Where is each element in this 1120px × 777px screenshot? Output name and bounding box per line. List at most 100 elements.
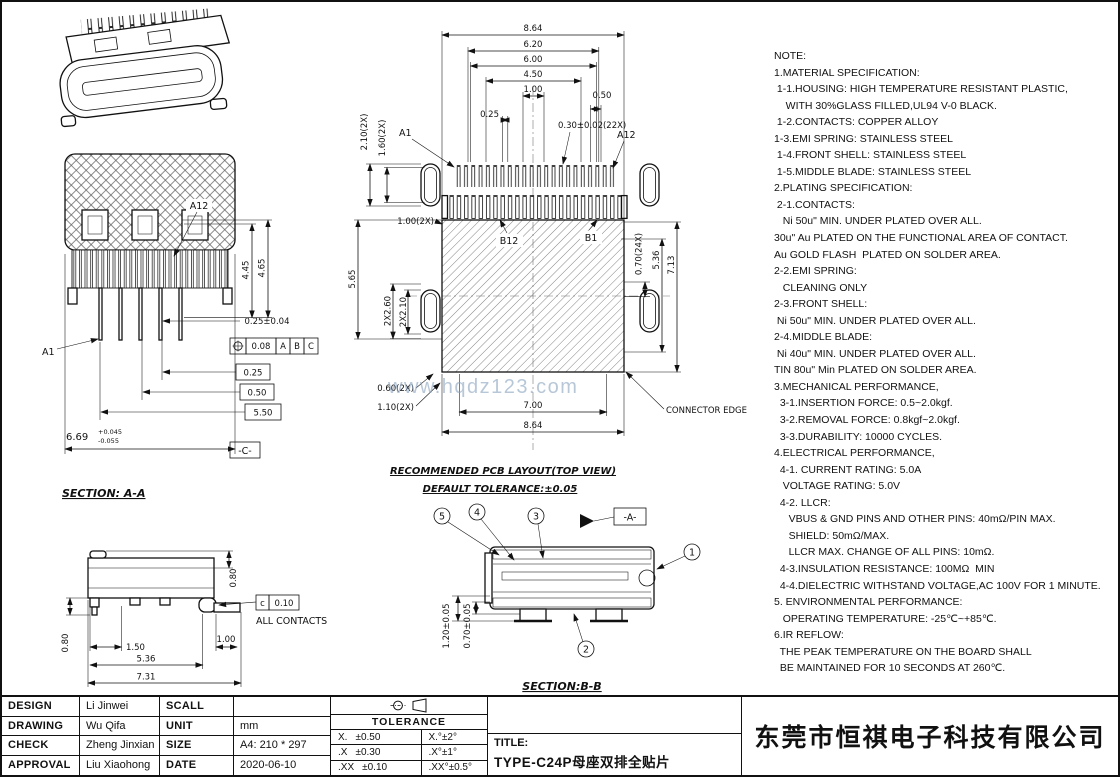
tol-val: ±0.30: [355, 746, 381, 758]
balloon-1: 1: [656, 543, 701, 570]
caption-pcb-layout: RECOMMENDED PCB LAYOUT(TOP VIEW): [390, 466, 616, 477]
dim-4-45: 4.45: [242, 261, 252, 280]
drawing-svg: A12 A1 4.45 4.65 0.25±0.04: [42, 8, 747, 693]
tol-val: ±0.50: [355, 731, 381, 743]
tolerance-row: .XX±0.10 .XX°±0.5°: [331, 760, 487, 775]
fcf-datum-b: B: [294, 342, 300, 352]
dim-0-70-tol: 0.70±0.05: [463, 604, 473, 649]
note-line: THE PEAK TEMPERATURE ON THE BOARD SHALL: [774, 645, 1032, 658]
dim-1-00: 1.00: [217, 635, 236, 645]
dim-4-65: 4.65: [258, 259, 268, 278]
dim-6-69: 6.69: [66, 432, 88, 443]
view-isometric: [59, 8, 231, 128]
dim-4-50: 4.50: [524, 70, 543, 80]
note-line: 4-3.INSULATION RESISTANCE: 100MΩ MIN: [774, 562, 995, 575]
note-line: Au GOLD FLASH PLATED ON SOLDER AREA.: [774, 248, 1001, 261]
note-line: 1-3.EMI SPRING: STAINLESS STEEL: [774, 132, 953, 145]
balloon-4: 4: [468, 503, 515, 561]
svg-text:2: 2: [583, 645, 589, 656]
dim-0-80-right: 0.80: [229, 569, 239, 588]
tol-deg: X.°±2°: [421, 729, 487, 745]
dim-8-64-top: 8.64: [524, 24, 543, 34]
unit-label: UNIT: [160, 716, 234, 736]
unit-value: mm: [234, 716, 331, 736]
fcf-datum-c: C: [308, 342, 314, 352]
note-line: 30u" Au PLATED ON THE FUNCTIONAL AREA OF…: [774, 232, 1068, 245]
caption-section-bb: SECTION:B-B: [522, 680, 601, 693]
title-cell: TITLE: TYPE-C24P母座双排全贴片: [488, 697, 742, 775]
tol-val: ±0.10: [362, 762, 388, 774]
dim-0-60-2x: 0.60(2X): [377, 384, 414, 394]
dim-7-13: 7.13: [667, 256, 677, 275]
view-top-pcb-layout: A1 A12 B12 B1 8.64 6.20 6.00 4.50 1.00 0…: [348, 24, 747, 495]
date-label: DATE: [160, 755, 234, 775]
title-cell-spacer: [488, 697, 741, 734]
tol-sym: .X: [338, 746, 348, 758]
note-line: 1-5.MIDDLE BLADE: STAINLESS STEEL: [774, 165, 972, 178]
dim-0-70-24x: 0.70(24X): [635, 233, 645, 275]
note-line: Ni 40u" MIN. UNDER PLATED OVER ALL.: [774, 347, 976, 360]
label-all-contacts: ALL CONTACTS: [256, 616, 327, 627]
note-line: 2.PLATING SPECIFICATION:: [774, 182, 913, 195]
scale-label: SCALL: [160, 697, 234, 717]
fcf-value: 0.10: [275, 599, 294, 609]
svg-text:1: 1: [689, 548, 695, 559]
balloon-5: 5: [433, 507, 500, 556]
dim-5-36: 5.36: [137, 655, 156, 665]
note-line: 1-1.HOUSING: HIGH TEMPERATURE RESISTANT …: [774, 83, 1068, 96]
mounting-pad-ovals: [420, 163, 660, 333]
size-label: SIZE: [160, 736, 234, 756]
label-a1: A1: [42, 347, 55, 358]
title-block: DESIGN Li Jinwei SCALL DRAWING Wu Qifa U…: [2, 695, 1118, 775]
dim-1-10-2x: 1.10(2X): [377, 403, 414, 413]
tolerance-header: TOLERANCE: [331, 715, 487, 730]
datum-a: -A-: [624, 513, 637, 524]
tolerance-row: .X ±0.30 .X°±1°: [331, 745, 487, 761]
design-label: DESIGN: [2, 697, 80, 717]
dim-5-36: 5.36: [652, 251, 662, 270]
label-a12: A12: [617, 130, 636, 141]
note-line: 2-4.MIDDLE BLADE:: [774, 331, 873, 344]
dim-box-5-50: 5.50: [254, 409, 273, 419]
approval-label: APPROVAL: [2, 755, 80, 775]
note-line: 6.IR REFLOW:: [774, 629, 844, 642]
dim-box-0-50: 0.50: [248, 389, 267, 399]
note-line: 5. ENVIRONMENTAL PERFORMANCE:: [774, 596, 963, 609]
note-line: 1-2.CONTACTS: COPPER ALLOY: [774, 116, 939, 129]
third-angle-projection-icon: [331, 697, 487, 715]
label-a12: A12: [190, 201, 209, 212]
dim-1-20-tol: 1.20±0.05: [442, 604, 452, 649]
caption-section-aa: SECTION: A-A: [62, 487, 145, 500]
dim-2x2-60: 2X2.60: [384, 296, 394, 326]
note-line: NOTE:: [774, 50, 807, 62]
fcf-value: 0.08: [252, 342, 271, 352]
view-section-bb: 5 4 3 1 2: [433, 503, 701, 693]
note-line: 4-1. CURRENT RATING: 5.0A: [774, 463, 922, 476]
note-line: VOLTAGE RATING: 5.0V: [774, 480, 901, 493]
fcf-letter: c: [260, 599, 265, 609]
notes-panel: NOTE:1.MATERIAL SPECIFICATION: 1-1.HOUSI…: [774, 48, 1118, 677]
note-line: 3-2.REMOVAL FORCE: 0.8kgf~2.0kgf.: [774, 414, 960, 427]
dim-1-00: 1.00: [524, 85, 543, 95]
note-line: 2-2.EMI SPRING:: [774, 265, 857, 278]
label-b1: B1: [585, 233, 598, 244]
dim-2-10-2x: 2.10(2X): [360, 114, 370, 151]
drawing-label: DRAWING: [2, 716, 80, 736]
check-name: Zheng Jinxian: [80, 736, 160, 756]
title-label: TITLE:: [494, 737, 529, 749]
note-line: Ni 50u" MIN. UNDER PLATED OVER ALL.: [774, 314, 976, 327]
position-tolerance-frame: 0.08 A B C: [229, 337, 319, 355]
dim-0-50: 0.50: [593, 91, 612, 101]
approval-name: Liu Xiaohong: [80, 755, 160, 775]
note-line: BE MAINTAINED FOR 10 SECONDS AT 260℃.: [774, 662, 1006, 675]
watermark: www.hqdz123.com: [388, 376, 579, 398]
size-value: A4: 210 * 297: [234, 736, 331, 756]
dim-1-50: 1.50: [126, 643, 145, 653]
date-value: 2020-06-10: [234, 755, 331, 775]
svg-text:5: 5: [439, 512, 445, 523]
tol-deg: .X°±1°: [421, 745, 487, 760]
label-a1: A1: [399, 128, 412, 139]
balloon-3: 3: [527, 507, 545, 559]
dim-6-20: 6.20: [524, 40, 543, 50]
coplanarity-frame: c 0.10: [218, 594, 300, 611]
